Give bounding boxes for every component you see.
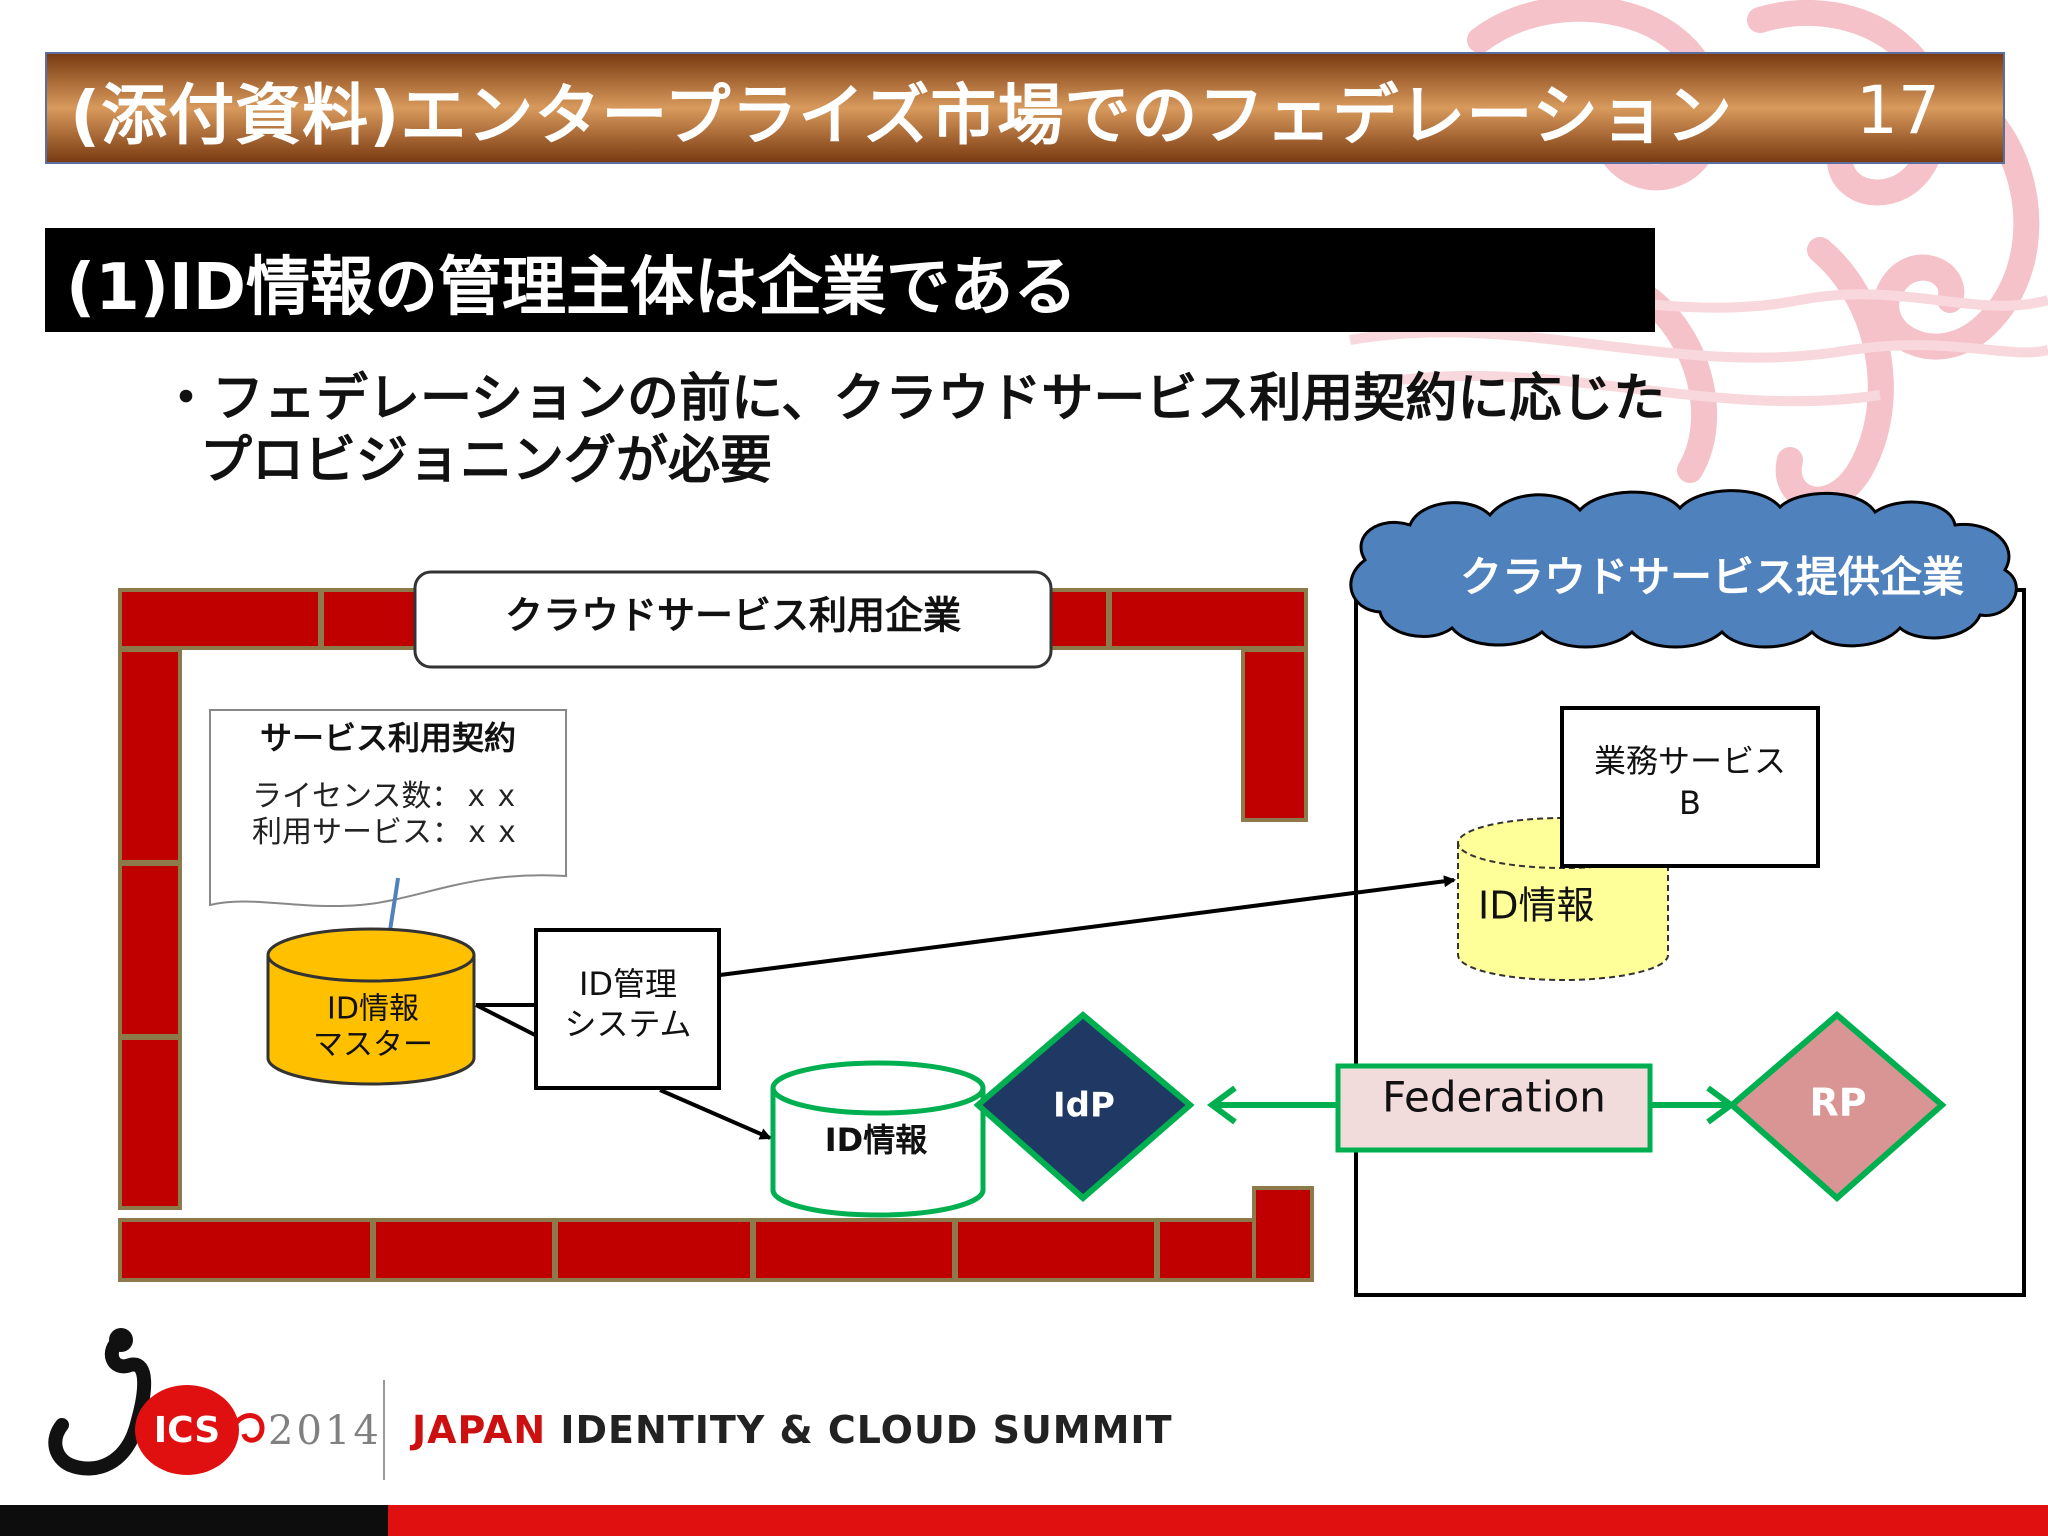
page-number: 17 [1856,72,1940,149]
provider-container [1354,588,2026,1297]
summit-japan: JAPAN [412,1408,547,1452]
id-management-system-box [534,928,721,1090]
idp-label: IdP [1053,1086,1115,1126]
logo-letters: ICS [154,1410,220,1451]
title-bar [45,52,2005,164]
master-db-line-2: マスター [313,1028,433,1063]
section-heading: (1)ID情報の管理主体は企業である [66,251,1078,325]
contract-line-2: 利用サービス：ｘｘ [252,815,522,850]
idm-to-local-db-arrow [659,1088,772,1140]
slide-title: (添付資料)エンタープライズ市場でのフェデレーション [70,77,1734,154]
footer-bar-black [0,1505,388,1536]
federation-box [1335,1063,1653,1153]
section-heading-bar [45,228,1655,332]
contract-line-1: ライセンス数：ｘｘ [252,779,521,814]
contract-document [209,709,567,908]
federation-label: Federation [1382,1073,1606,1122]
footer-separator [383,1380,385,1480]
idm-line-2: システム [564,1005,691,1043]
federation-to-idp-arrowhead [1206,1085,1237,1125]
footer-bar-red [388,1505,2048,1536]
rp-label: RP [1809,1081,1866,1125]
bullet-line-2: プロビジョニングが必要 [200,431,773,491]
summit-name: JAPAN IDENTITY & CLOUD SUMMIT [412,1408,1173,1452]
local-id-database [770,1060,986,1218]
service-line-2: B [1679,784,1701,822]
idm-line-1: ID管理 [579,965,677,1003]
provider-db-label: ID情報 [1478,884,1594,928]
summit-rest: IDENTITY & CLOUD SUMMIT [560,1408,1173,1452]
local-db-label: ID情報 [825,1121,927,1159]
bullet-line-1: ・フェデレーションの前に、クラウドサービス利用契約に応じた [160,369,1666,429]
master-db-line-1: ID情報 [327,992,419,1027]
idm-to-provider-db-arrow [719,875,1456,977]
id-master-database [266,927,476,1086]
logo-year: 2014 [268,1408,382,1454]
provider-cloud [1349,489,2018,649]
bullet-text: ・フェデレーションの前に、クラウドサービス利用契約に応じた プロビジョニングが必… [160,368,1665,492]
enterprise-label: クラウドサービス利用企業 [505,594,961,638]
contract-title: サービス利用契約 [260,719,516,757]
idp-diamond [973,1011,1195,1202]
business-service-box [1560,706,1820,868]
service-line-1: 業務サービス [1594,742,1786,780]
rp-diamond [1727,1011,1947,1203]
jics-logo: ICS [48,1328,265,1476]
provider-label: クラウドサービス提供企業 [1460,553,1964,602]
enterprise-label-box [413,570,1053,669]
master-idm-connector-2 [475,1003,536,1037]
